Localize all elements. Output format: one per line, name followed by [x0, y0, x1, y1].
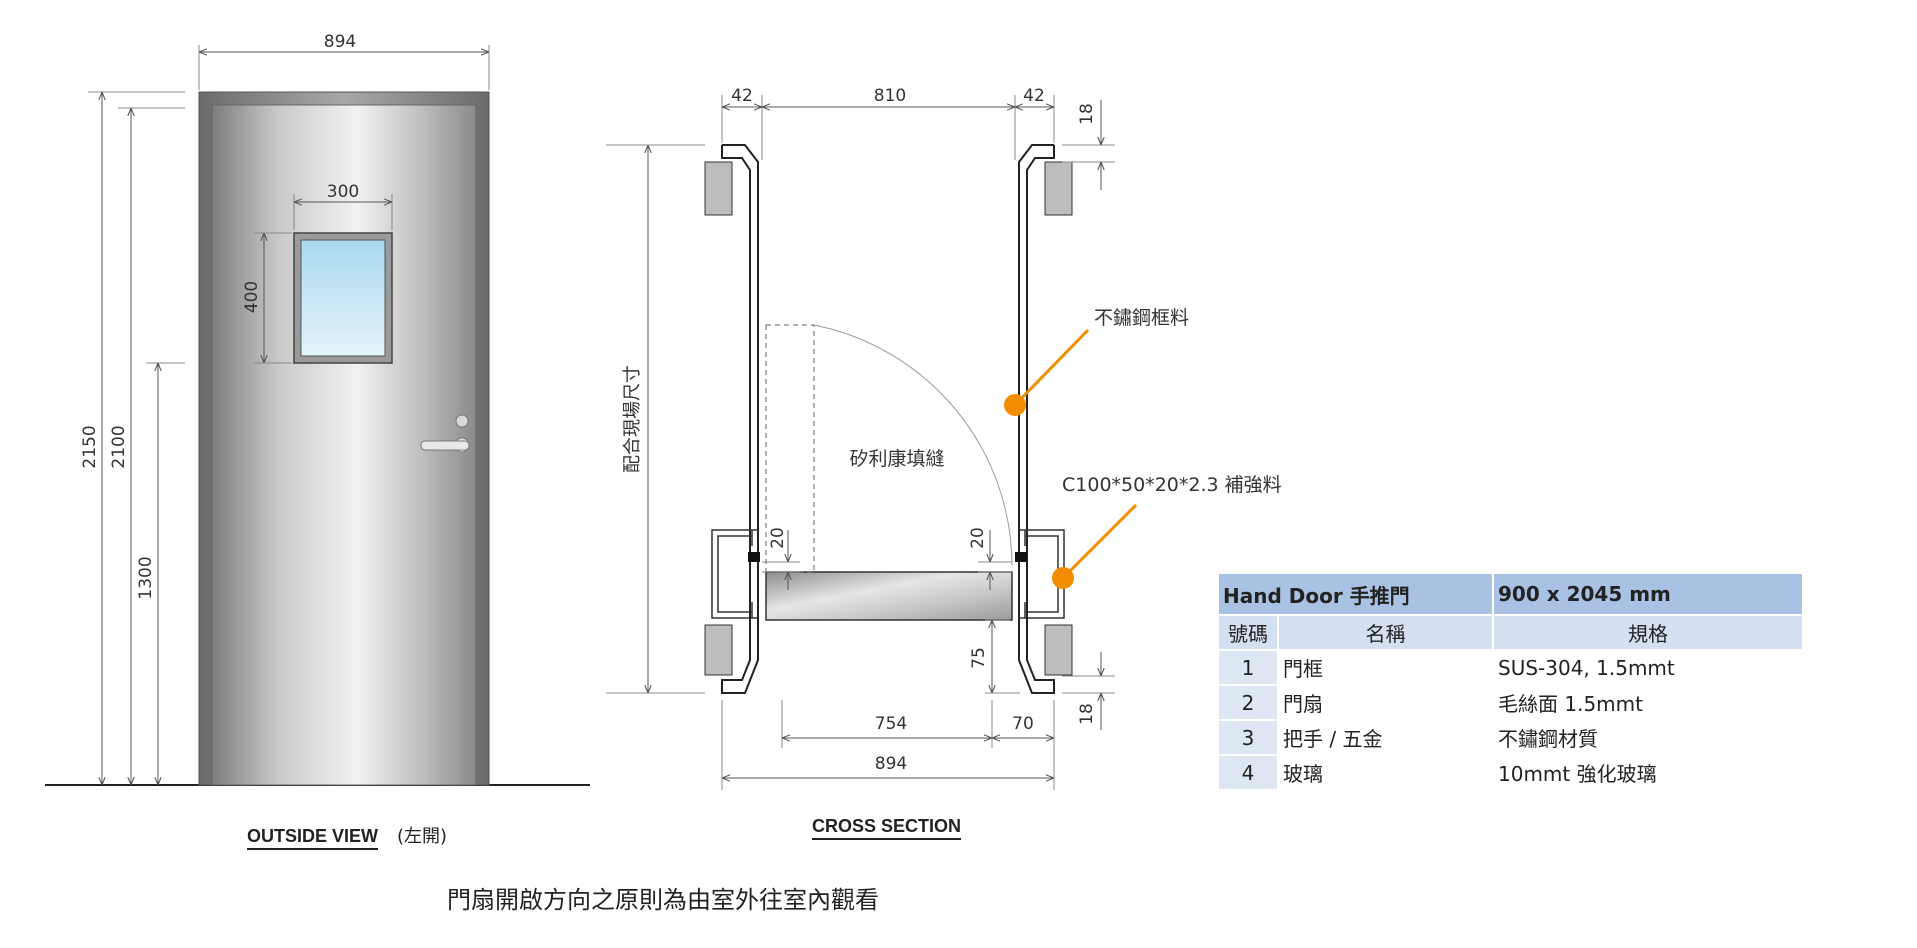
row-name: 玻璃 — [1283, 762, 1323, 786]
row-name: 門扇 — [1283, 692, 1323, 716]
frame-profile-left — [721, 144, 759, 694]
row-no: 3 — [1219, 721, 1277, 754]
door-leaf-section — [765, 571, 1013, 621]
outside-view: 894 300 400 2150 2100 1300 — [45, 32, 590, 786]
dim-frame-left: 42 — [731, 86, 753, 106]
callout-dot-frame — [1004, 394, 1026, 416]
spec-table-title: Hand Door 手推門 — [1219, 574, 1492, 614]
seal-left — [748, 552, 760, 562]
seal-right — [1015, 552, 1027, 562]
callout-dot-reinforcement — [1052, 567, 1074, 589]
cross-section: 42 810 42 18 18 配合現場尺寸 矽利康填縫 不鏽鋼框料 C100*… — [606, 86, 1282, 790]
cross-section-caption: CROSS SECTION — [812, 816, 961, 837]
c-channel-left — [711, 529, 758, 619]
table-row: 4 玻璃 10mmt 強化玻璃 — [1219, 756, 1802, 789]
callout-line-reinforcement — [1061, 503, 1138, 580]
site-dimension-label: 配合現場尺寸 — [622, 365, 643, 473]
dim-gap-right: 20 — [968, 527, 988, 549]
row-no: 1 — [1219, 651, 1277, 684]
spec-header-name: 名稱 — [1279, 616, 1492, 649]
wall-block-top-right — [1044, 161, 1073, 216]
spec-table-title-row: Hand Door 手推門 900 x 2045 mm — [1219, 574, 1802, 614]
frame-profile-right — [1018, 144, 1055, 694]
dim-frame-right: 42 — [1023, 86, 1045, 106]
opening-direction-note: 門扇開啟方向之原則為由室外往室內觀看 — [447, 886, 879, 914]
spec-table-header-row: 號碼 名稱 規格 — [1219, 616, 1802, 649]
callout-line-frame — [1013, 328, 1090, 407]
dim-width: 894 — [324, 32, 356, 52]
row-spec: 10mmt 強化玻璃 — [1498, 762, 1657, 786]
door-swing-arc — [813, 324, 1013, 566]
row-name: 把手 / 五金 — [1283, 727, 1383, 751]
dim-window-height: 400 — [242, 281, 262, 313]
dim-top-18: 18 — [1077, 103, 1097, 125]
row-spec: 毛絲面 1.5mmt — [1498, 692, 1643, 716]
dim-total-width: 894 — [875, 754, 907, 774]
dim-side-70: 70 — [1012, 714, 1034, 734]
dim-leaf-width: 754 — [875, 714, 907, 734]
spec-table: Hand Door 手推門 900 x 2045 mm 號碼 名稱 規格 1 門… — [1217, 572, 1804, 791]
silicone-label: 矽利康填縫 — [849, 448, 944, 470]
outside-view-title: OUTSIDE VIEW — [247, 826, 379, 846]
table-row: 1 門框 SUS-304, 1.5mmt — [1219, 651, 1802, 684]
dim-opening: 810 — [874, 86, 906, 106]
row-spec: 不鏽鋼材質 — [1498, 727, 1598, 751]
dim-height-door: 2100 — [109, 425, 129, 468]
dim-height-handle: 1300 — [136, 556, 156, 599]
frame-material-label: 不鏽鋼框料 — [1094, 307, 1189, 329]
door-handle-icon — [420, 414, 470, 453]
wall-block-top-left — [704, 161, 733, 216]
wall-block-bottom-left — [704, 624, 733, 676]
dim-window-width: 300 — [327, 182, 359, 202]
table-row: 2 門扇 毛絲面 1.5mmt — [1219, 686, 1802, 719]
dim-bottom-18: 18 — [1077, 703, 1097, 725]
cross-section-title: CROSS SECTION — [812, 816, 962, 836]
dim-depth-75: 75 — [969, 647, 989, 669]
spec-header-spec: 規格 — [1494, 616, 1802, 649]
row-spec: SUS-304, 1.5mmt — [1498, 655, 1675, 680]
spec-table-size: 900 x 2045 mm — [1494, 574, 1802, 614]
outside-view-caption: OUTSIDE VIEW (左開) — [247, 822, 447, 848]
wall-block-bottom-right — [1044, 624, 1073, 676]
row-no: 2 — [1219, 686, 1277, 719]
dim-gap-left: 20 — [768, 527, 788, 549]
table-row: 3 把手 / 五金 不鏽鋼材質 — [1219, 721, 1802, 754]
dim-height-total: 2150 — [80, 425, 100, 468]
reinforcement-label: C100*50*20*2.3 補強料 — [1062, 474, 1282, 496]
spec-header-no: 號碼 — [1219, 616, 1277, 649]
row-name: 門框 — [1283, 657, 1323, 681]
row-no: 4 — [1219, 756, 1277, 789]
outside-view-suffix: (左開) — [397, 826, 448, 847]
door-window-glass — [300, 239, 386, 357]
